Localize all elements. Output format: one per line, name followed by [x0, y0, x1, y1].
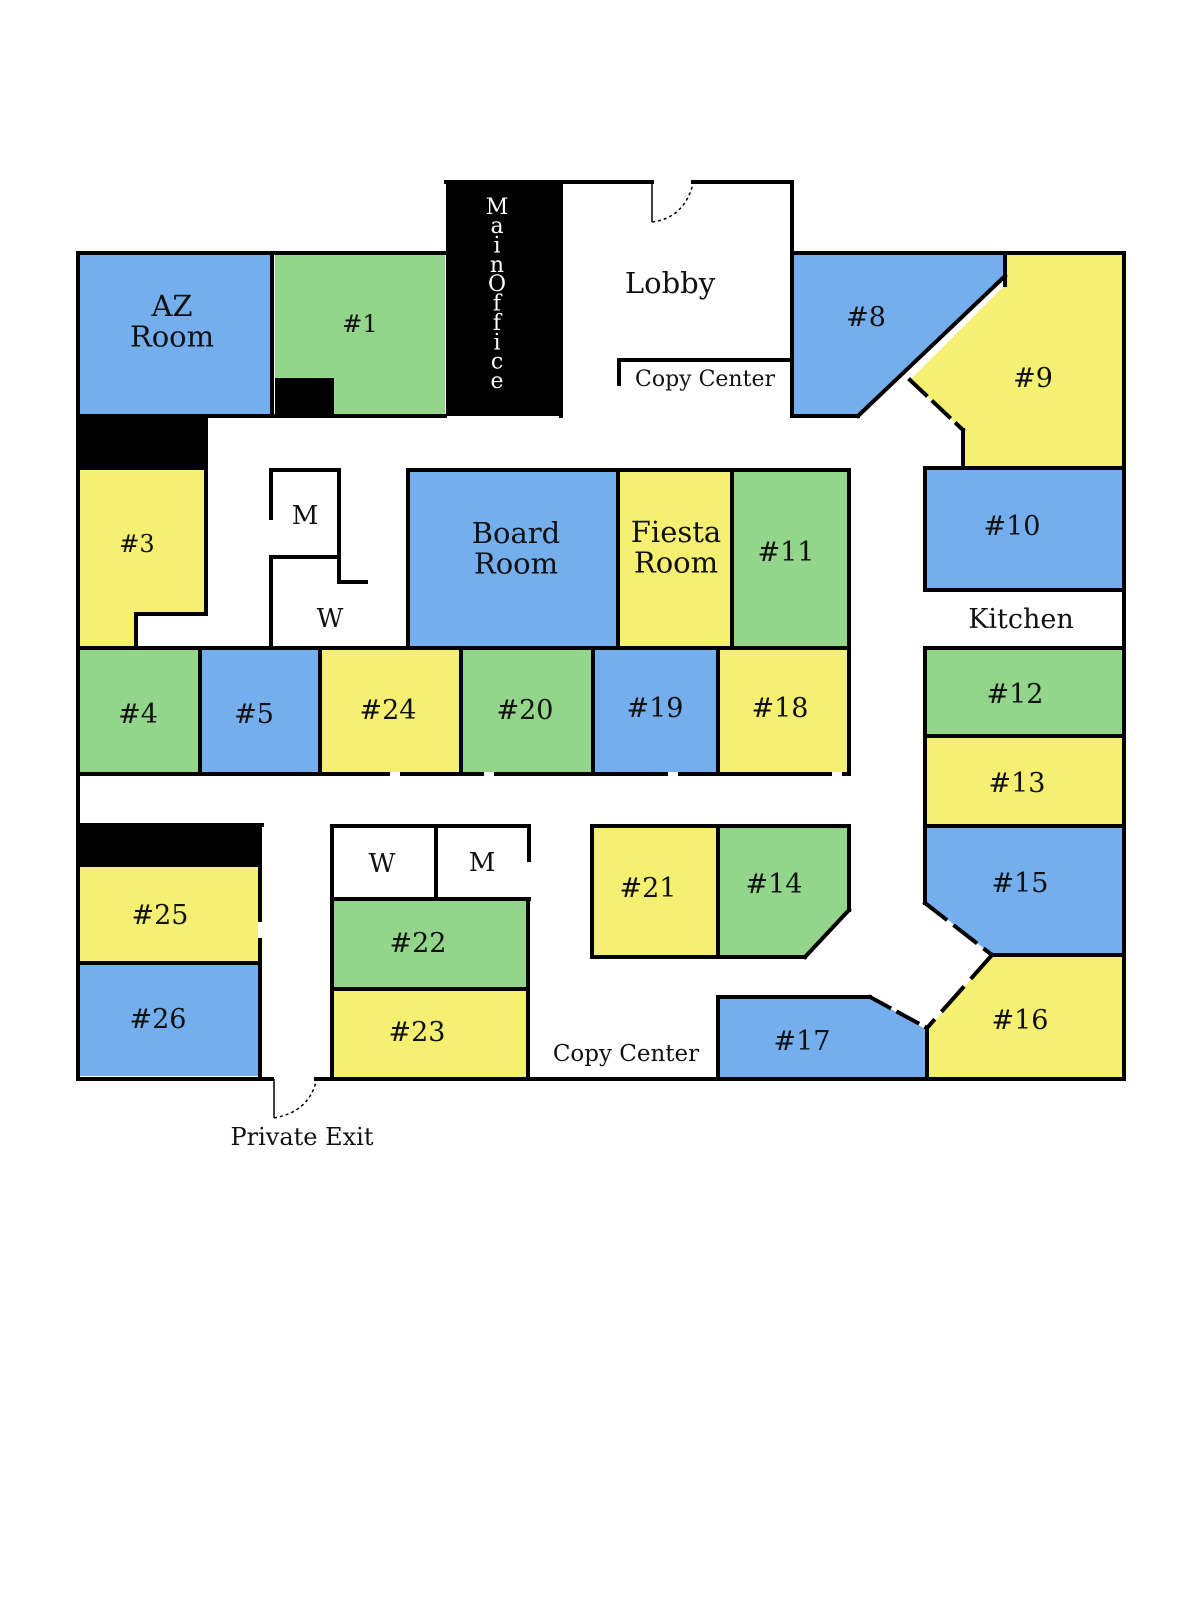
- room-15-area[interactable]: [927, 828, 1122, 955]
- room-10-area[interactable]: [927, 470, 1122, 588]
- room-16-label: #16: [992, 1005, 1049, 1036]
- wall: [924, 952, 995, 1031]
- room-3-area[interactable]: [80, 468, 204, 646]
- room-13-label: #13: [989, 768, 1046, 799]
- room-9-label: #9: [1013, 363, 1053, 394]
- copy-center-bottom-label: Copy Center: [553, 1041, 699, 1067]
- room-19-label: #19: [627, 693, 684, 724]
- room-20-area[interactable]: [463, 650, 591, 772]
- private-exit-door[interactable]: [273, 1079, 317, 1119]
- room-4-area[interactable]: [80, 650, 198, 772]
- room-11-area[interactable]: [734, 470, 847, 646]
- room-5-area[interactable]: [202, 650, 318, 772]
- room-23-area[interactable]: [334, 991, 526, 1077]
- room-20-label: #20: [497, 695, 554, 726]
- main-entrance-door[interactable]: [651, 182, 694, 223]
- fiesta-room-area[interactable]: [620, 470, 730, 646]
- room-18-area[interactable]: [720, 650, 847, 772]
- board-room-area[interactable]: [410, 470, 616, 646]
- room-17-area[interactable]: [720, 997, 927, 1077]
- room-21-area[interactable]: [594, 828, 716, 955]
- room-22-label: #22: [390, 928, 447, 959]
- room-26-area[interactable]: [80, 965, 258, 1076]
- room-21-label: #21: [620, 873, 677, 904]
- restroom-w-bottom-label: W: [369, 849, 396, 879]
- room-13-area[interactable]: [927, 738, 1122, 825]
- room-4-label: #4: [118, 699, 158, 730]
- room-3-label: #3: [119, 530, 154, 558]
- restroom-w-top-label: W: [317, 604, 344, 634]
- wall: [907, 377, 966, 433]
- room-1-label: #1: [342, 310, 377, 338]
- room-24-area[interactable]: [322, 650, 459, 772]
- room-25-label: #25: [132, 900, 189, 931]
- room-24-label: #24: [360, 695, 417, 726]
- room-26-label: #26: [130, 1004, 187, 1035]
- az-room-area[interactable]: [80, 255, 272, 414]
- walls: [76, 180, 1126, 1081]
- wall: [922, 900, 995, 958]
- restroom-m-top-label: M: [292, 501, 319, 531]
- room-12-area[interactable]: [927, 650, 1122, 735]
- storage-block-1: [275, 378, 334, 414]
- wall: [855, 273, 1008, 419]
- room-10-label: #10: [984, 511, 1041, 542]
- room-16-area[interactable]: [927, 955, 1122, 1077]
- room-15-label: #15: [992, 868, 1049, 899]
- room-18-label: #18: [752, 693, 809, 724]
- room-14-label: #14: [746, 869, 803, 900]
- room-8-label: #8: [846, 302, 886, 333]
- room-14-area[interactable]: [720, 828, 847, 955]
- room-9-area[interactable]: [910, 255, 1122, 468]
- wall: [867, 994, 930, 1031]
- room-5-label: #5: [234, 699, 274, 730]
- lobby-label: Lobby: [625, 266, 716, 300]
- copy-center-top-label: Copy Center: [635, 367, 775, 392]
- room-23-label: #23: [389, 1017, 446, 1048]
- doors: [273, 182, 694, 1119]
- room-22-area[interactable]: [334, 901, 526, 988]
- restroom-m-bottom-label: M: [469, 848, 496, 878]
- wall: [802, 907, 852, 960]
- room-8-area[interactable]: [792, 255, 1005, 416]
- private-exit-label: Private Exit: [230, 1123, 373, 1151]
- storage-block-3: [80, 825, 262, 867]
- room-11-label: #11: [758, 537, 815, 568]
- storage-block-2: [80, 418, 208, 468]
- room-19-area[interactable]: [595, 650, 716, 772]
- room-fills: [80, 182, 1122, 1077]
- main-office-area[interactable]: [446, 182, 561, 416]
- kitchen-label: Kitchen: [968, 604, 1074, 635]
- room-12-label: #12: [987, 679, 1044, 710]
- room-25-area[interactable]: [80, 867, 258, 961]
- room-17-label: #17: [774, 1026, 831, 1057]
